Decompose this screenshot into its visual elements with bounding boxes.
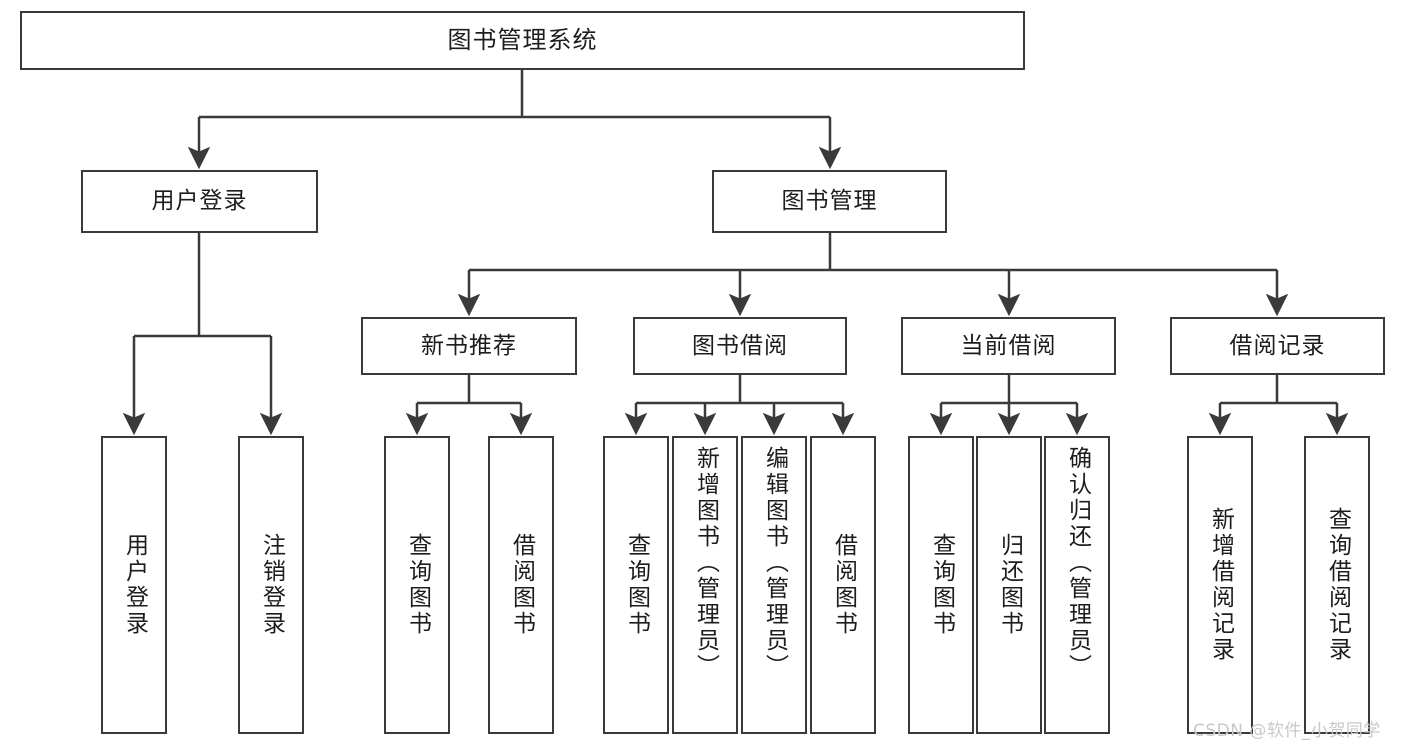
node-label: 新增借阅记录 xyxy=(1207,507,1234,663)
node-label: 查询图书 xyxy=(623,533,650,637)
node-label: 新增图书（管理员） xyxy=(692,446,719,680)
csdn-watermark: CSDN @软件_小贺同学 xyxy=(1193,721,1381,741)
node-label: 注销登录 xyxy=(258,533,285,637)
node-label: 确认归还（管理员） xyxy=(1064,446,1091,680)
node-label: 用户登录 xyxy=(121,533,148,637)
node-user-login[interactable]: 用户登录 xyxy=(81,170,318,233)
node-label: 当前借阅 xyxy=(960,332,1057,359)
node-label: 图书管理系统 xyxy=(447,25,598,54)
node-label: 编辑图书（管理员） xyxy=(761,446,788,680)
node-label: 图书借阅 xyxy=(692,332,788,359)
node-leaf-query-book-2[interactable]: 查询图书 xyxy=(603,436,669,734)
node-label: 查询借阅记录 xyxy=(1324,507,1351,663)
node-leaf-borrow-book-1[interactable]: 借阅图书 xyxy=(488,436,554,734)
node-label: 用户登录 xyxy=(151,188,248,215)
node-label: 借阅记录 xyxy=(1229,332,1326,359)
node-label: 归还图书 xyxy=(996,533,1023,637)
node-book-management[interactable]: 图书管理 xyxy=(712,170,947,233)
node-leaf-query-book-3[interactable]: 查询图书 xyxy=(908,436,974,734)
node-borrow-record[interactable]: 借阅记录 xyxy=(1170,317,1385,375)
node-book-borrow[interactable]: 图书借阅 xyxy=(633,317,847,375)
node-label: 图书管理 xyxy=(781,188,878,215)
node-leaf-add-record[interactable]: 新增借阅记录 xyxy=(1187,436,1253,734)
node-leaf-user-login[interactable]: 用户登录 xyxy=(101,436,167,734)
node-leaf-query-book-1[interactable]: 查询图书 xyxy=(384,436,450,734)
node-label: 新书推荐 xyxy=(421,332,517,359)
node-leaf-return-book[interactable]: 归还图书 xyxy=(976,436,1042,734)
node-leaf-user-logout[interactable]: 注销登录 xyxy=(238,436,304,734)
node-leaf-add-book[interactable]: 新增图书（管理员） xyxy=(672,436,738,734)
node-leaf-confirm-return[interactable]: 确认归还（管理员） xyxy=(1044,436,1110,734)
node-label: 查询图书 xyxy=(404,533,431,637)
node-leaf-edit-book[interactable]: 编辑图书（管理员） xyxy=(741,436,807,734)
node-root-system[interactable]: 图书管理系统 xyxy=(20,11,1025,70)
node-label: 查询图书 xyxy=(928,533,955,637)
node-new-book-recommend[interactable]: 新书推荐 xyxy=(361,317,577,375)
node-leaf-query-record[interactable]: 查询借阅记录 xyxy=(1304,436,1370,734)
node-label: 借阅图书 xyxy=(508,533,535,637)
node-current-borrow[interactable]: 当前借阅 xyxy=(901,317,1116,375)
node-leaf-borrow-book-2[interactable]: 借阅图书 xyxy=(810,436,876,734)
node-label: 借阅图书 xyxy=(830,533,857,637)
